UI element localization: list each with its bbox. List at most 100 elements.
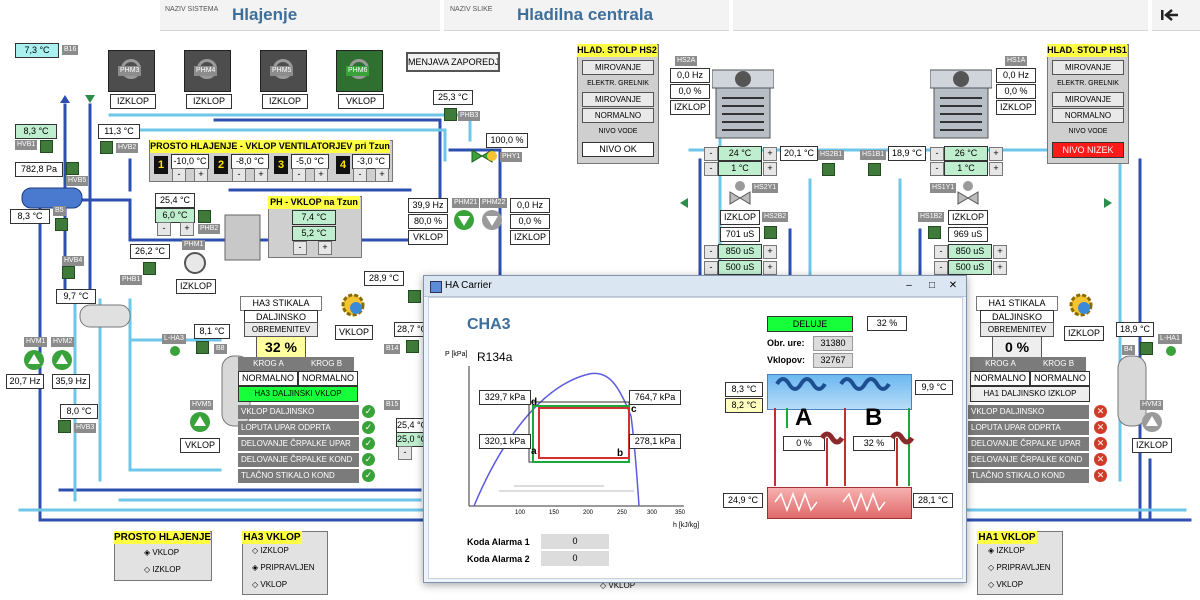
phm21-hz: 39,9 Hz [408, 198, 448, 213]
phb2-plus-button[interactable]: + [180, 222, 194, 236]
fan-status[interactable]: IZKLOP [110, 94, 156, 109]
ha3-radio-vklop[interactable]: ◇ VKLOP [252, 580, 288, 589]
hvm5-pump-icon[interactable] [190, 412, 210, 432]
hs1-us2-minus-button[interactable]: - [934, 245, 948, 259]
hs1-set2-minus-button[interactable]: - [930, 162, 944, 176]
hs1-valve-status[interactable]: IZKLOP [948, 210, 988, 225]
hs2-valve-status[interactable]: IZKLOP [720, 210, 760, 225]
hs2-set2-plus-button[interactable]: + [763, 162, 777, 176]
b14-tag: B14 [384, 344, 401, 354]
b5-tag: B5 [53, 206, 66, 216]
step-plus-button[interactable]: + [314, 168, 328, 182]
step-minus-button[interactable]: - [292, 168, 306, 182]
step-minus-button[interactable]: - [353, 168, 367, 182]
hs2-set1-minus-button[interactable]: - [704, 147, 718, 161]
phm22-pump-icon[interactable] [482, 210, 502, 230]
hs1-nivo-label: NIVO VODE [1068, 128, 1108, 135]
ha1-krog-a-value: NORMALNO [970, 371, 1030, 386]
hs1b2-sensor [928, 226, 941, 239]
hs1y1-valve-icon[interactable] [956, 180, 980, 209]
hvm3-status[interactable]: IZKLOP [1132, 438, 1172, 453]
fan-status[interactable]: IZKLOP [262, 94, 308, 109]
ph-plus-button[interactable]: + [318, 241, 332, 255]
close-button[interactable]: ✕ [948, 280, 958, 291]
maximize-button[interactable]: □ [928, 280, 936, 291]
ha3-radio-pripravljen[interactable]: ◈ PRIPRAVLJEN [252, 563, 315, 572]
ha1-radio-pripravljen[interactable]: ◇ PRIPRAVLJEN [988, 563, 1051, 572]
hvm2-pump-icon[interactable] [52, 350, 72, 370]
fan-status[interactable]: VKLOP [338, 94, 384, 109]
ha1-row: LOPUTA UPAR ODPRTA [968, 421, 1089, 435]
menjava-zaporedja-button[interactable]: MENJAVA ZAPOREDJA [406, 52, 500, 72]
hvm1-pump-icon[interactable] [24, 350, 44, 370]
hs2-us2-plus-button[interactable]: + [763, 245, 777, 259]
prosto-radio-izklop[interactable]: ◇ IZKLOP [144, 565, 181, 574]
radio-label: PRIPRAVLJEN [260, 563, 315, 572]
ha3-row: DELOVANJE ČRPALKE KOND [238, 453, 359, 467]
hs2-us3-plus-button[interactable]: + [763, 261, 777, 275]
back-button[interactable] [1158, 7, 1182, 23]
hvm3-pump-icon[interactable] [1142, 412, 1162, 432]
dialog-titlebar[interactable]: HA Carrier – □ ✕ [424, 276, 966, 297]
evap-out-temp: 8,2 °C [725, 398, 763, 413]
hs2-us2-minus-button[interactable]: - [704, 245, 718, 259]
hs1-grelnik-v1: MIROVANJE [1052, 92, 1124, 107]
step-minus-button[interactable]: - [232, 168, 246, 182]
b15-minus-button[interactable]: - [398, 446, 412, 460]
error-icon: ✕ [1094, 405, 1107, 418]
prosto-hlajenje-mode-title: PROSTO HLAJENJE [114, 531, 212, 544]
phm1-pump-icon[interactable] [184, 252, 206, 274]
radio-label: PRIPRAVLJEN [996, 563, 1051, 572]
hs1-set1-plus-button[interactable]: + [989, 147, 1003, 161]
point-label-b: b [617, 448, 624, 459]
hvm2-hz: 35,9 Hz [52, 374, 90, 389]
hs2a-tag: HS2A [675, 56, 698, 66]
phm22-status[interactable]: IZKLOP [510, 230, 550, 245]
hs2y1-valve-icon[interactable] [728, 180, 752, 209]
ph-minus-button[interactable]: - [293, 241, 307, 255]
phb2-minus-button[interactable]: - [157, 222, 171, 236]
hs2-set1-plus-button[interactable]: + [763, 147, 777, 161]
step-minus-button[interactable]: - [172, 168, 186, 182]
phm21-pump-icon[interactable] [454, 210, 474, 230]
step-plus-button[interactable]: + [375, 168, 389, 182]
hs1-us3-plus-button[interactable]: + [993, 261, 1007, 275]
hs2-us3-minus-button[interactable]: - [704, 261, 718, 275]
bottom-center-radio-vklop[interactable]: ◇ VKLOP [600, 581, 636, 590]
ha1-radio-izklop[interactable]: ◈ IZKLOP [988, 546, 1025, 555]
hs1-set1-minus-button[interactable]: - [930, 147, 944, 161]
phm1-status[interactable]: IZKLOP [176, 279, 216, 294]
prosto-radio-vklop[interactable]: ◈ VKLOP [144, 548, 180, 557]
pressure-d: 329,7 kPa [479, 390, 531, 405]
hs1-us2-plus-button[interactable]: + [993, 245, 1007, 259]
hs2-fan-status[interactable]: IZKLOP [670, 100, 710, 115]
step-number: 1 [154, 156, 168, 174]
ha1-gear-icon[interactable] [1066, 290, 1096, 320]
radio-label: VKLOP [260, 580, 288, 589]
hs2-set2-minus-button[interactable]: - [704, 162, 718, 176]
ha1-radio-vklop[interactable]: ◇ VKLOP [988, 580, 1024, 589]
hs1y1-tag: HS1Y1 [930, 183, 957, 193]
hs1-set2-plus-button[interactable]: + [989, 162, 1003, 176]
step-plus-button[interactable]: + [254, 168, 268, 182]
step-plus-button[interactable]: + [194, 168, 208, 182]
hs1-fan-status[interactable]: IZKLOP [996, 100, 1036, 115]
hs1-us3-minus-button[interactable]: - [934, 261, 948, 275]
ha3-radio-izklop[interactable]: ◇ IZKLOP [252, 546, 289, 555]
hvb4-tag: HVB4 [62, 256, 85, 266]
hvb2-tag: HVB2 [116, 143, 139, 153]
phm21-status[interactable]: VKLOP [408, 230, 448, 245]
ha3-krog-b-label: KROG B [296, 357, 354, 371]
hs2-us2: 850 uS [718, 244, 762, 259]
system-value: Hlajenje [232, 5, 298, 24]
ha3-gear-icon[interactable] [338, 290, 368, 320]
refrigerant-lines [774, 408, 915, 486]
hs1-cooling-tower-icon [929, 66, 993, 140]
ha1-izklop-button[interactable]: IZKLOP [1064, 326, 1104, 341]
minimize-button[interactable]: – [906, 280, 912, 291]
ha3-vklop-button[interactable]: VKLOP [335, 325, 373, 340]
hs1-us1: 969 uS [948, 227, 988, 242]
hvm5-status[interactable]: VKLOP [180, 438, 220, 453]
fan-status[interactable]: IZKLOP [186, 94, 232, 109]
pressure-value: 782,8 Pa [15, 162, 63, 177]
